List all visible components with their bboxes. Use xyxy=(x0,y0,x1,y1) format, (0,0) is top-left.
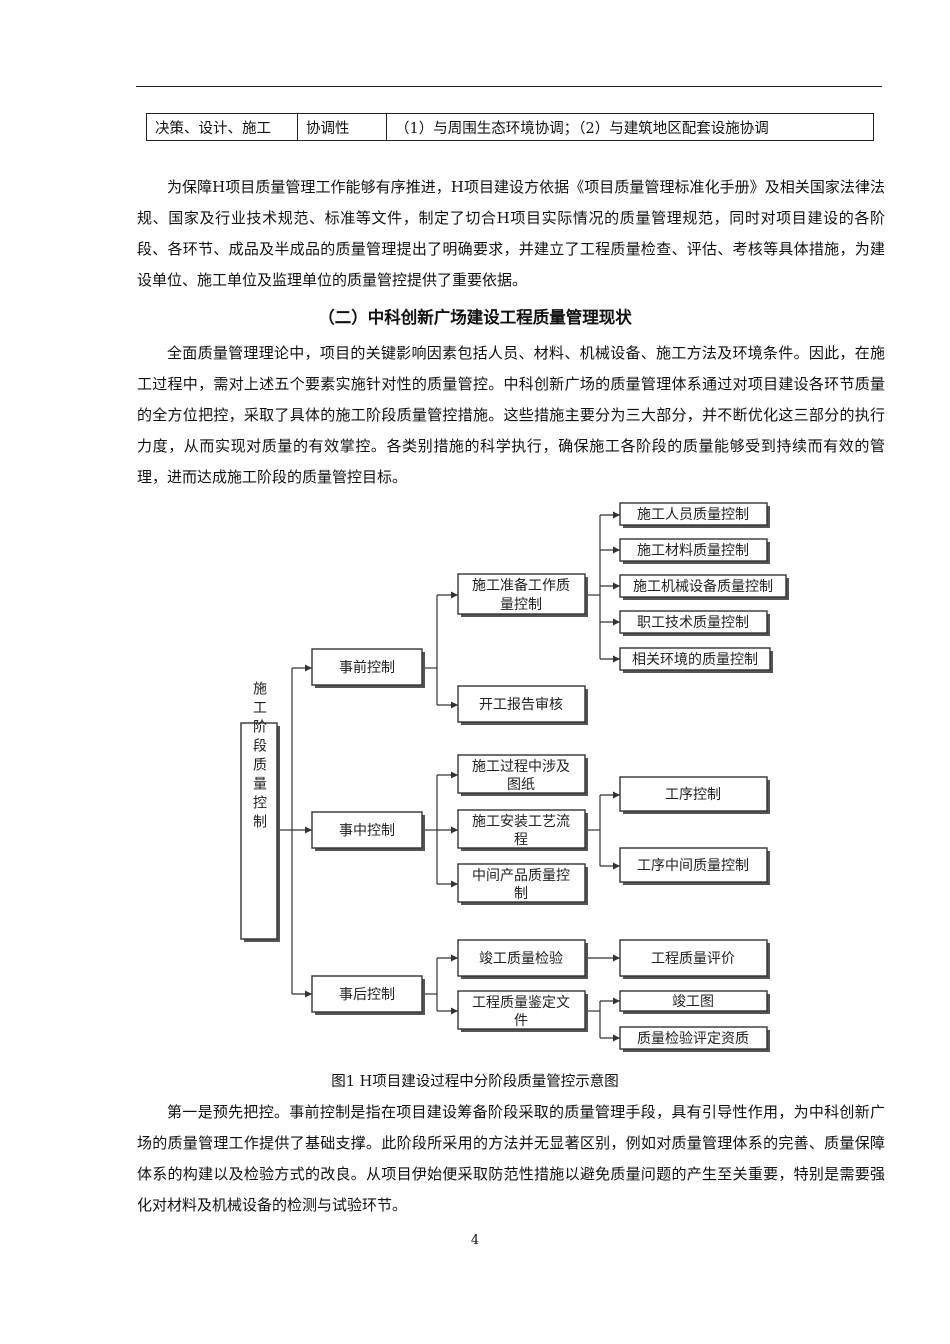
box-prep-quality-control: 施工准备工作质 量控制 xyxy=(457,573,588,617)
after-control-label: 事后控制 xyxy=(339,987,395,1003)
quality-evaluation-label: 工程质量评价 xyxy=(651,951,735,967)
box-staff-tech-control: 职工技术质量控制 xyxy=(619,610,770,636)
paragraph-precontrol: 第一是预先把控。事前控制是指在项目建设筹备阶段采取的质量管理手段，具有引导性作用… xyxy=(137,1103,885,1214)
process-control-label: 工序控制 xyxy=(665,787,721,803)
intermediate-label-line1: 中间产品质量控 xyxy=(472,868,570,884)
personnel-label: 施工人员质量控制 xyxy=(637,507,749,523)
box-environment-control: 相关环境的质量控制 xyxy=(619,647,773,673)
figure-caption: 图1 H项目建设过程中分阶段质量管控示意图 xyxy=(331,1074,619,1090)
box-process-mid-quality: 工序中间质量控制 xyxy=(619,847,770,885)
intermediate-label-line2: 制 xyxy=(514,886,528,902)
install-label-line2: 程 xyxy=(514,832,528,848)
box-as-built-drawings: 竣工图 xyxy=(619,990,770,1014)
qualification-label: 质量检验评定资质 xyxy=(637,1031,749,1047)
box-drawings: 施工过程中涉及 图纸 xyxy=(457,754,588,796)
box-before-control: 事前控制 xyxy=(311,648,425,688)
box-quality-evaluation: 工程质量评价 xyxy=(619,939,770,979)
environment-label: 相关环境的质量控制 xyxy=(632,652,758,668)
root-label: 施工阶段质量控制 xyxy=(251,681,267,833)
prep-label-line1: 施工准备工作质 xyxy=(472,577,570,594)
box-completion-inspection: 竣工质量检验 xyxy=(457,939,588,979)
box-intermediate-product: 中间产品质量控 制 xyxy=(457,863,588,905)
as-built-label: 竣工图 xyxy=(672,994,714,1010)
table-cell-requirement: （1）与周围生态环境协调；（2）与建筑地区配套设施协调 xyxy=(386,113,874,141)
drawings-label-line1: 施工过程中涉及 xyxy=(472,759,570,775)
during-control-label: 事中控制 xyxy=(339,823,395,839)
box-start-report-review: 开工报告审核 xyxy=(457,685,588,725)
box-qualification: 质量检验评定资质 xyxy=(619,1026,770,1052)
box-during-control: 事中控制 xyxy=(311,811,425,851)
material-label: 施工材料质量控制 xyxy=(637,543,749,559)
box-after-control: 事后控制 xyxy=(311,975,425,1015)
appraisal-label-line1: 工程质量鉴定文 xyxy=(472,995,570,1011)
table-cell-attribute: 协调性 xyxy=(297,113,387,141)
paragraph-management-status: 全面质量管理理论中，项目的关键影响因素包括人员、材料、机械设备、施工方法及环境条… xyxy=(137,344,885,486)
paragraph-quality-standards: 为保障H项目质量管理工作能够有序推进，H项目建设方依据《项目质量管理标准化手册》… xyxy=(137,178,885,289)
header-rule xyxy=(136,86,882,87)
section-heading: （二）中科创新广场建设工程质量管理现状 xyxy=(318,308,632,327)
box-install-process: 施工安装工艺流 程 xyxy=(457,809,588,851)
box-personnel-control: 施工人员质量控制 xyxy=(619,502,770,528)
completion-inspection-label: 竣工质量检验 xyxy=(479,951,563,967)
box-process-control: 工序控制 xyxy=(619,776,770,814)
diagram-connectors xyxy=(278,511,620,1042)
appraisal-label-line2: 件 xyxy=(514,1013,528,1029)
staff-tech-label: 职工技术质量控制 xyxy=(637,615,749,631)
table-cell-stage: 决策、设计、施工 xyxy=(146,113,298,141)
criteria-table: 决策、设计、施工 协调性 （1）与周围生态环境协调；（2）与建筑地区配套设施协调 xyxy=(146,113,874,141)
prep-label-line2: 量控制 xyxy=(500,597,542,613)
process-mid-label: 工序中间质量控制 xyxy=(637,858,749,874)
machinery-label: 施工机械设备质量控制 xyxy=(633,578,773,595)
box-root: 施工阶段质量控制 xyxy=(240,681,280,942)
table-row: 决策、设计、施工 协调性 （1）与周围生态环境协调；（2）与建筑地区配套设施协调 xyxy=(146,113,874,141)
box-material-control: 施工材料质量控制 xyxy=(619,538,770,564)
box-machinery-control: 施工机械设备质量控制 xyxy=(619,574,789,600)
before-control-label: 事前控制 xyxy=(339,659,395,676)
box-appraisal-documents: 工程质量鉴定文 件 xyxy=(457,990,588,1032)
start-report-label: 开工报告审核 xyxy=(479,697,563,713)
page-number: 4 xyxy=(470,1233,480,1248)
drawings-label-line2: 图纸 xyxy=(507,777,535,793)
install-label-line1: 施工安装工艺流 xyxy=(472,814,570,830)
